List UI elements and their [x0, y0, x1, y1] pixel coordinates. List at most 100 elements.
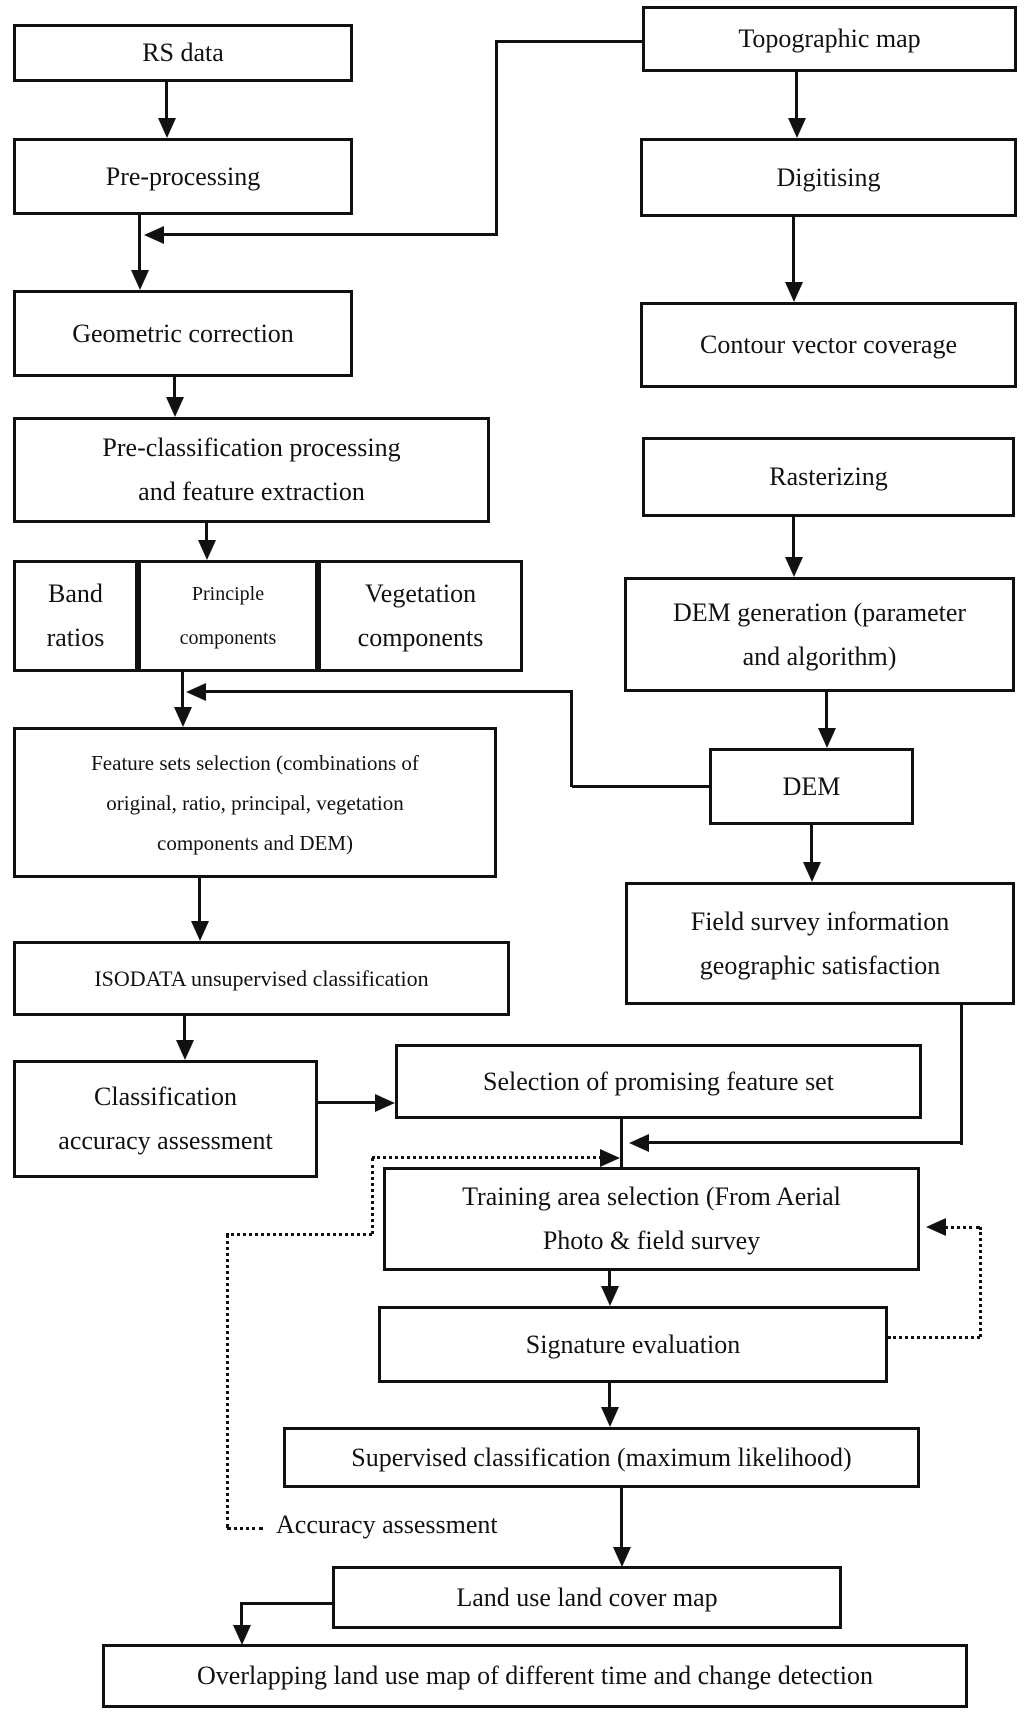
connector-preclass-features: [205, 523, 208, 542]
arrowhead-right-icon: [375, 1094, 395, 1112]
node-label: Topographic map: [738, 24, 921, 53]
node-band-ratios: Band ratios: [13, 560, 138, 672]
connector-landuse-overlap-2: [240, 1602, 243, 1627]
node-label: Geometric correction: [72, 318, 294, 348]
node-label-line: and algorithm): [742, 641, 897, 671]
arrowhead-left-icon: [186, 683, 206, 701]
node-overlapping: Overlapping land use map of different ti…: [102, 1644, 968, 1708]
node-label-line: original, ratio, principal, vegetation: [106, 790, 404, 815]
connector-dem-left-3: [203, 690, 572, 693]
connector-landuse-overlap-1: [242, 1602, 332, 1605]
node-rs-data: RS data: [13, 24, 353, 82]
node-label-line: components: [357, 623, 484, 652]
connector-rsdata-preprocessing: [165, 82, 168, 120]
node-label-line: components: [179, 627, 277, 649]
dotted-accuracy-4: [371, 1158, 374, 1234]
node-label: Contour vector coverage: [699, 330, 957, 359]
node-dem-generation: DEM generation (parameter and algorithm): [624, 577, 1015, 692]
arrowhead-down-icon: [785, 282, 803, 302]
arrowhead-right-icon: [600, 1149, 620, 1167]
arrowhead-down-icon: [191, 921, 209, 941]
node-supervised-classification: Supervised classification (maximum likel…: [283, 1427, 920, 1488]
node-label-line: DEM generation (parameter: [672, 597, 967, 627]
node-label: RS data: [142, 38, 224, 67]
connector-demgen-dem: [825, 692, 828, 730]
arrowhead-down-icon: [613, 1547, 631, 1567]
node-label-line: Classification: [94, 1082, 237, 1111]
node-label-line: accuracy assessment: [58, 1126, 273, 1155]
node-label: DEM: [782, 771, 841, 801]
node-label-line: Vegetation: [364, 579, 477, 608]
dotted-accuracy-3: [226, 1233, 372, 1236]
node-label-line: Principle: [191, 583, 265, 605]
arrowhead-down-icon: [785, 557, 803, 577]
node-label: Selection of promising feature set: [483, 1066, 834, 1096]
arrowhead-left-icon: [144, 226, 164, 244]
arrowhead-left-icon: [926, 1218, 946, 1236]
arrowhead-down-icon: [803, 862, 821, 882]
node-label-line: components and DEM): [157, 830, 353, 855]
connector-digitising-contour: [792, 217, 795, 284]
node-label-line: Training area selection (From Aerial: [462, 1182, 841, 1211]
node-label-line: Pre-classification processing: [102, 433, 401, 462]
node-label-line: ratios: [46, 623, 105, 652]
node-label-line: geographic satisfaction: [699, 950, 941, 980]
arrowhead-left-icon: [629, 1134, 649, 1152]
arrowhead-down-icon: [166, 397, 184, 417]
node-label: Digitising: [776, 162, 881, 192]
node-rasterizing: Rasterizing: [642, 437, 1015, 517]
connector-dem-fieldsurvey: [810, 825, 813, 864]
arrowhead-down-icon: [176, 1040, 194, 1060]
node-label-line: Field survey information: [690, 906, 950, 936]
node-field-survey: Field survey information geographic sati…: [625, 882, 1015, 1005]
node-contour-vector-coverage: Contour vector coverage: [640, 302, 1017, 388]
node-vegetation-components: Vegetation components: [318, 560, 523, 672]
connector-features-featuresets: [181, 672, 184, 709]
dotted-signature-1: [888, 1336, 980, 1339]
node-label-line: Feature sets selection (combinations of: [91, 750, 419, 775]
node-feature-sets-selection: Feature sets selection (combinations of …: [13, 727, 497, 878]
node-label: Rasterizing: [769, 462, 888, 491]
node-classification-accuracy: Classification accuracy assessment: [13, 1060, 318, 1178]
node-label: Overlapping land use map of different ti…: [197, 1661, 873, 1690]
connector-classacc-selection: [318, 1101, 377, 1104]
node-label-line: Photo & field survey: [542, 1226, 761, 1255]
node-label: Supervised classification (maximum likel…: [351, 1442, 852, 1472]
arrowhead-down-icon: [198, 540, 216, 560]
node-dem: DEM: [709, 748, 914, 825]
node-signature-evaluation: Signature evaluation: [378, 1306, 888, 1383]
arrowhead-down-icon: [601, 1407, 619, 1427]
node-geometric-correction: Geometric correction: [13, 290, 353, 377]
node-topographic-map: Topographic map: [642, 6, 1017, 72]
node-training-area: Training area selection (From Aerial Pho…: [383, 1167, 920, 1271]
connector-fieldsurvey-2: [646, 1141, 962, 1144]
node-label: Land use land cover map: [456, 1582, 718, 1612]
arrowhead-down-icon: [131, 270, 149, 290]
node-pre-classification: Pre-classification processing and featur…: [13, 417, 490, 523]
connector-fieldsurvey-1: [960, 1005, 963, 1145]
dotted-accuracy-5: [372, 1156, 602, 1159]
connector-topo-left-2: [495, 40, 498, 236]
node-selection-promising: Selection of promising feature set: [395, 1044, 922, 1119]
connector-training-signature: [608, 1271, 611, 1288]
connector-supervised-landuse: [620, 1488, 623, 1549]
arrowhead-down-icon: [158, 118, 176, 138]
arrowhead-down-icon: [233, 1625, 251, 1645]
connector-featuresets-isodata: [198, 878, 201, 923]
connector-selection-training: [620, 1119, 623, 1167]
node-label-line: and feature extraction: [138, 477, 365, 506]
arrowhead-down-icon: [174, 707, 192, 727]
arrowhead-down-icon: [601, 1286, 619, 1306]
node-pre-processing: Pre-processing: [13, 138, 353, 215]
dotted-accuracy-2: [226, 1234, 229, 1528]
arrowhead-down-icon: [788, 118, 806, 138]
accuracy-assessment-label: Accuracy assessment: [276, 1510, 498, 1539]
connector-rasterizing-demgen: [792, 517, 795, 559]
node-land-use-map: Land use land cover map: [332, 1566, 842, 1629]
node-digitising: Digitising: [640, 138, 1017, 217]
node-label: ISODATA unsupervised classification: [94, 965, 429, 991]
connector-geometric-preclass: [173, 377, 176, 399]
connector-topo-digitising: [795, 72, 798, 120]
dotted-accuracy-1: [227, 1527, 263, 1530]
